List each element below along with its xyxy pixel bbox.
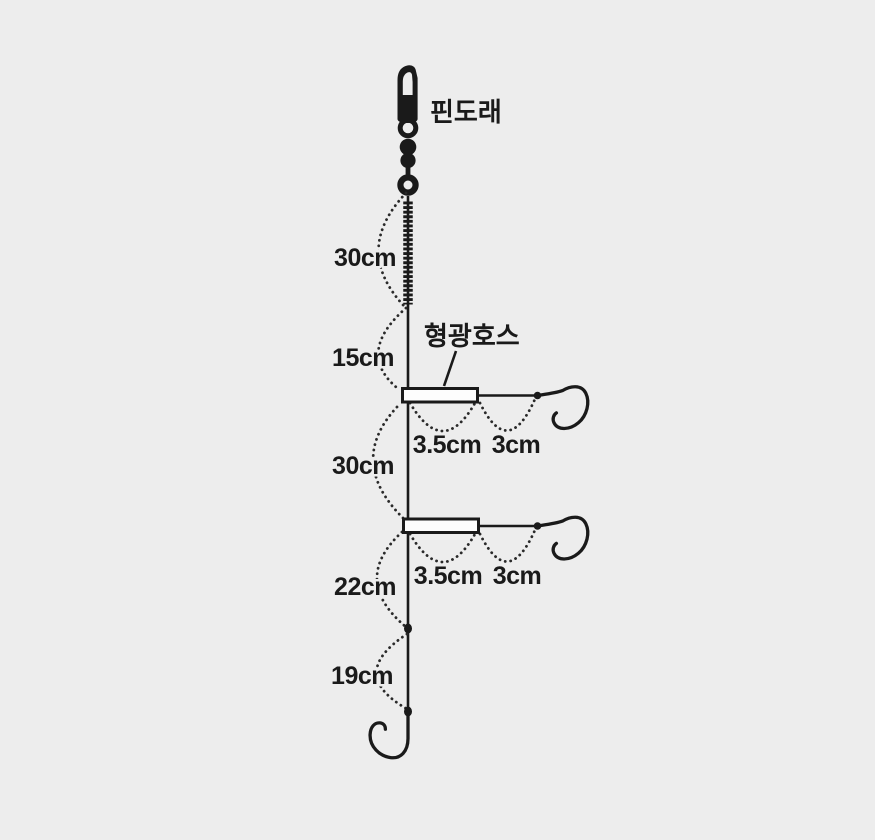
branch-2-tail-length-label: 3cm <box>493 562 542 590</box>
snap-swivel-icon <box>397 65 419 196</box>
branch-1 <box>401 385 590 433</box>
segment-length-label-2: 15cm <box>332 344 394 372</box>
measure-arc-segment-3 <box>371 405 406 521</box>
segment-length-label-5: 19cm <box>331 662 393 690</box>
branch-2-hose-arc <box>408 532 477 564</box>
branch-1-hose-length-label: 3.5cm <box>413 431 481 459</box>
fish-hook-icon-bottom <box>368 709 410 760</box>
branch-1-tail-length-label: 3cm <box>492 431 541 459</box>
measure-arc-segment-2 <box>376 306 408 389</box>
measure-arc-segment-1 <box>377 191 408 308</box>
hose-label-pointer-line <box>442 350 458 387</box>
branch-2-hose-length-label: 3.5cm <box>414 562 482 590</box>
branch-2-tail-arc <box>478 528 537 563</box>
measure-arc-segment-4 <box>375 530 408 629</box>
hose-label: 형광호스 <box>424 321 520 351</box>
knot-dot-3 <box>404 623 412 634</box>
fluorescent-hose-tube-1 <box>401 387 479 404</box>
fish-hook-icon-1 <box>535 385 590 431</box>
segment-length-label-4: 22cm <box>334 573 396 601</box>
segment-length-label-1: 30cm <box>334 244 396 272</box>
swivel-label: 핀도래 <box>430 97 502 127</box>
fluorescent-hose-tube-2 <box>402 517 480 534</box>
measure-arc-segment-5 <box>375 632 409 711</box>
segment-length-label-3: 30cm <box>332 452 394 480</box>
fish-hook-icon-2 <box>535 515 590 561</box>
branch-1-tail-arc <box>478 397 537 432</box>
branch-2 <box>402 515 590 564</box>
branch-1-hose-arc <box>408 401 477 433</box>
